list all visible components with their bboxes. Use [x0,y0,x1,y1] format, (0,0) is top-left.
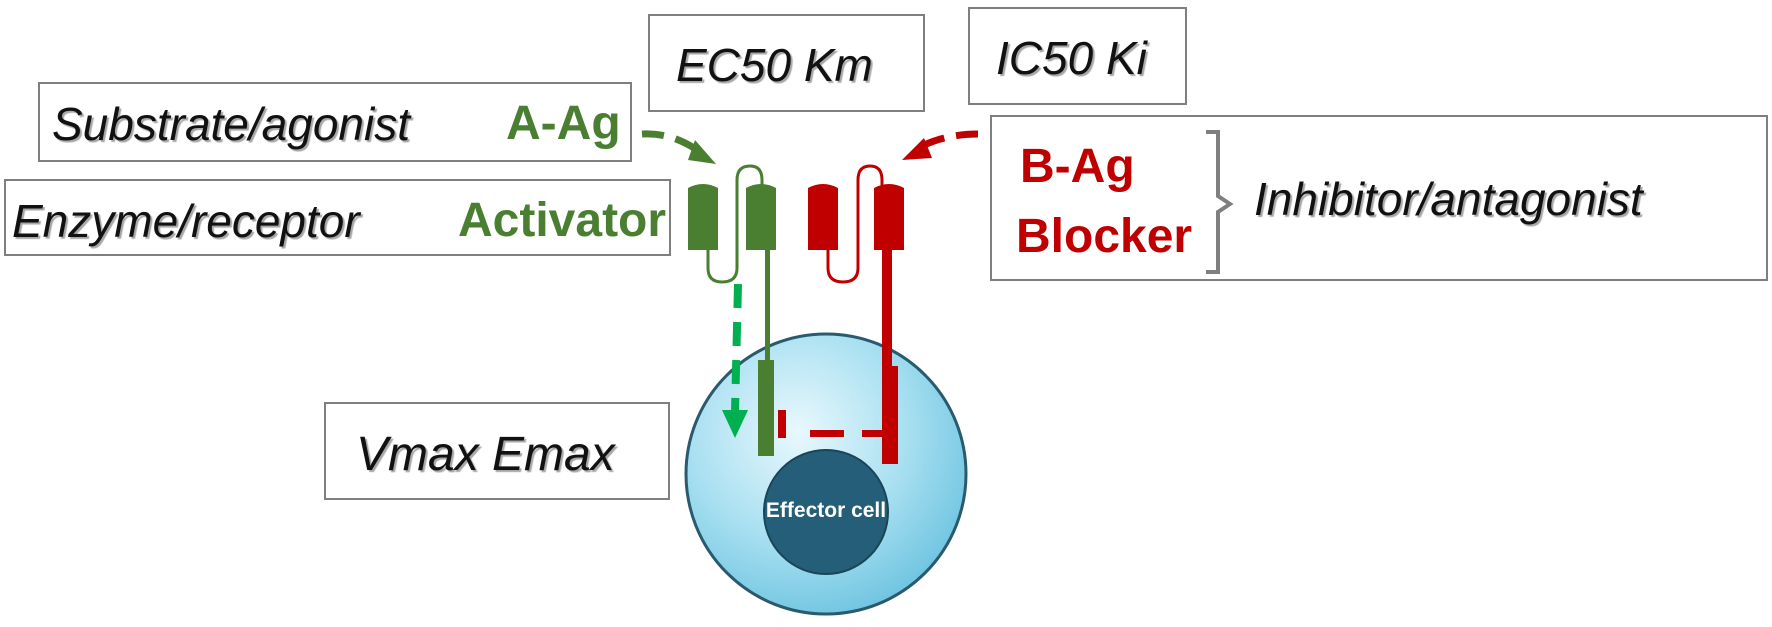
enzyme-receptor-box: Enzyme/receptor Activator [4,179,671,256]
activator-label: Activator [458,194,667,247]
b-ag-label: B-Ag [1020,140,1135,193]
effector-cell-label: Effector cell [766,499,886,522]
cell-nucleus [763,449,889,575]
vmax-emax-box: Vmax Emax [324,402,670,500]
signal-arrowhead [722,410,748,438]
green-receptor [688,164,776,456]
signal-arrow [731,283,742,413]
ic50-ki-label: IC50 Ki [996,32,1147,84]
inhibitor-antagonist-label: Inhibitor/antagonist [1254,173,1643,225]
enzyme-receptor-label: Enzyme/receptor [12,195,360,247]
substrate-agonist-label: Substrate/agonist [52,98,411,150]
inhibitor-antagonist-box: B-Ag Blocker Inhibitor/antagonist [990,115,1768,281]
inhibitor-arrowhead [902,138,932,160]
ic50-ki-box: IC50 Ki [968,7,1187,105]
agonist-binding-arrow [641,130,703,155]
agonist-arrowhead [688,140,716,164]
bracket [1206,130,1234,274]
inhibitor-binding-arrow [916,130,979,152]
ec50-km-label: EC50 Km [676,39,873,91]
blocker-label: Blocker [1016,210,1193,263]
substrate-agonist-box: Substrate/agonist A-Ag [38,82,632,162]
vmax-emax-label: Vmax Emax [356,428,615,481]
a-ag-label: A-Ag [506,97,621,150]
ec50-km-box: EC50 Km [648,14,925,112]
inhibition-line [778,410,886,438]
red-receptor [808,164,904,464]
